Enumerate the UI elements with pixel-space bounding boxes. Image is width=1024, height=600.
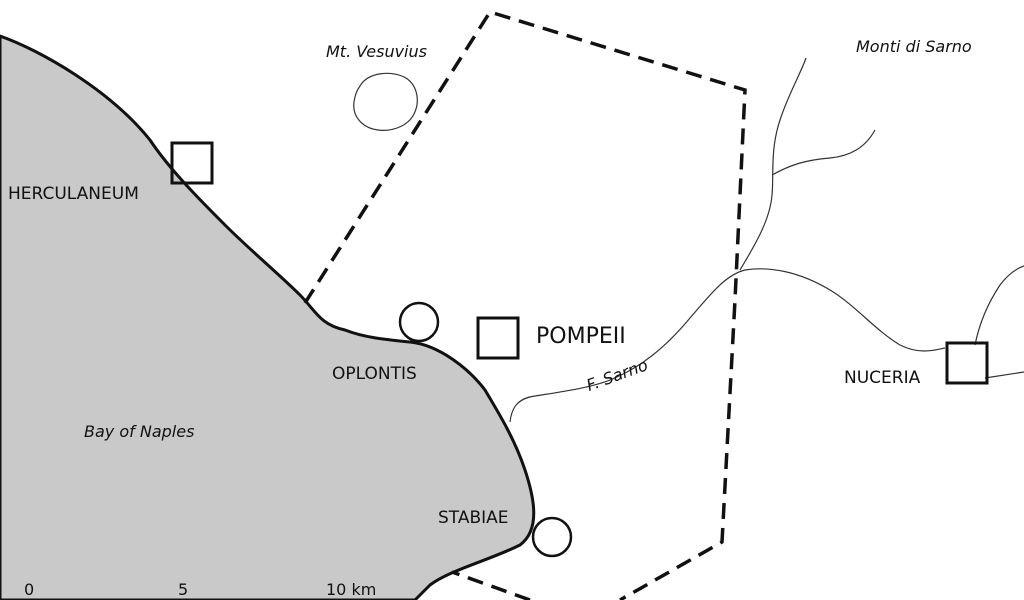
nuceria-label: NUCERIA	[844, 368, 921, 388]
scale-tick-5: 5	[178, 580, 189, 599]
river-sarno-tributary-north	[739, 57, 807, 271]
river-sarno-tributary-northeast	[771, 129, 876, 176]
monti-di-sarno-label: Monti di Sarno	[856, 37, 972, 56]
stabiae-label: STABIAE	[438, 508, 509, 528]
territory-boundary	[303, 9, 747, 600]
scale-tick-0: 0	[24, 580, 35, 599]
river-sarno	[509, 268, 946, 423]
stabiae-marker	[531, 516, 573, 558]
herculaneum-marker	[170, 141, 214, 185]
nuceria-marker	[945, 341, 989, 385]
scale-tick-10km: 10 km	[326, 580, 377, 599]
vesuvius-crater	[353, 72, 418, 131]
bay-of-naples-label: Bay of Naples	[84, 422, 195, 441]
vesuvius-label: Mt. Vesuvius	[326, 42, 427, 61]
bay-of-naples-sea	[0, 34, 536, 600]
oplontis-marker	[398, 301, 440, 343]
pompeii-marker	[476, 316, 520, 360]
herculaneum-label: HERCULANEUM	[8, 184, 139, 204]
nuceria-road	[984, 371, 1024, 379]
river-sarno-tributary-east	[974, 265, 1024, 346]
pompeii-label: POMPEII	[536, 324, 626, 349]
oplontis-label: OPLONTIS	[332, 364, 417, 384]
